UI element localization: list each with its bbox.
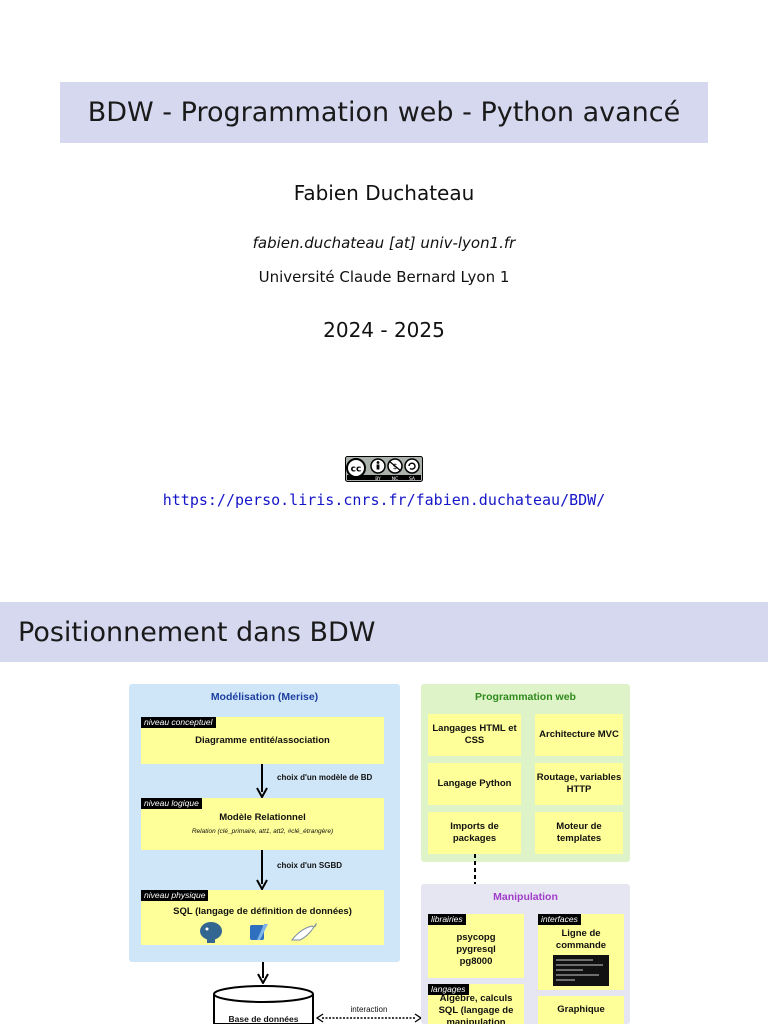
positioning-diagram: Modélisation (Merise) Diagramme entité/a… [0,662,768,1024]
svg-text:SA: SA [409,476,416,482]
university-name: Université Claude Bernard Lyon 1 [258,268,510,286]
svg-text:cc: cc [351,465,362,475]
routage-box: Routage, variables HTTP [535,763,623,805]
langages-box: Langages HTML et CSS [428,714,521,756]
cc-icon [346,458,366,478]
postgresql-icon [200,922,222,943]
progweb-title: Programmation web [475,691,576,703]
terminal-icon [553,955,609,986]
arrow2-label: choix d'un SGBD [277,861,343,870]
sqlite-icon [250,924,268,940]
arrow1-label: choix d'un modèle de BD [277,773,373,782]
logical-level-tag: niveau logique [141,798,202,809]
slide2-title: Positionnement dans BDW [18,616,376,648]
imports-box: Imports de packages [428,812,521,854]
physical-level-tag: niveau physique [141,890,209,901]
interfaces-tag: interfaces [538,914,581,925]
mysql-icon [290,922,317,941]
slide1-title-bar: BDW - Programmation web - Python avancé [60,82,708,143]
gui-box: Graphique [538,996,624,1024]
librairies-tag: librairies [428,914,466,925]
slide2-title-bar: Positionnement dans BDW [0,602,768,662]
slide1-title: BDW - Programmation web - Python avancé [87,97,681,128]
arrow-down-icon [257,962,269,984]
author-email: fabien.duchateau [at] univ-lyon1.fr [252,234,516,252]
author-name: Fabien Duchateau [293,181,475,205]
interaction-arrow-icon [316,1013,422,1023]
svg-text:BY: BY [375,476,381,482]
svg-text:NC: NC [392,476,399,482]
interfaces-box: Ligne de commande [538,914,624,990]
modelisation-title: Modélisation (Merise) [210,691,319,703]
database-label: Base de données [228,1014,299,1024]
python-box: Langage Python [428,763,521,805]
course-url-link[interactable]: https://perso.liris.cnrs.fr/fabien.ducha… [162,491,606,509]
arrow-down-icon [256,764,268,798]
langages-tag: langages [428,984,469,995]
conceptual-level-tag: niveau conceptuel [141,717,216,728]
architecture-box: Architecture MVC [535,714,623,756]
interaction-label: interaction [350,1005,388,1014]
manipulation-title: Manipulation [493,891,558,903]
sa-icon [404,458,420,474]
cc-license-badge: cc $ BY NC SA [345,456,423,482]
database-icon [213,985,314,1024]
moteur-box: Moteur de templates [535,812,623,854]
arrow-down-icon [256,850,268,890]
academic-year: 2024 - 2025 [323,318,445,342]
